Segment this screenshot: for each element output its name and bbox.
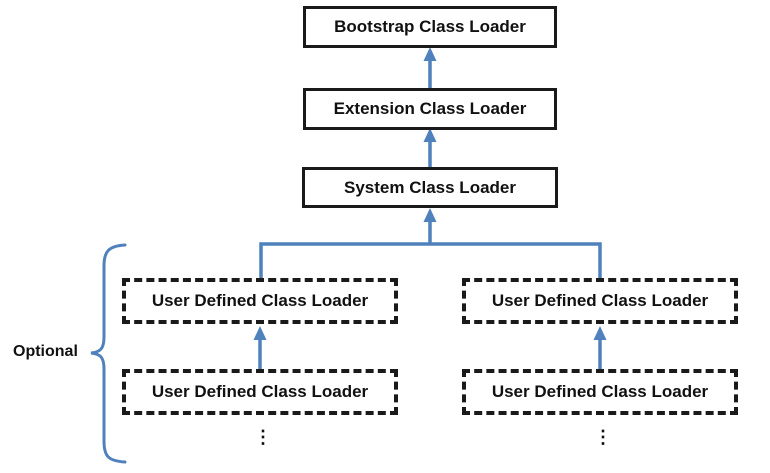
extension-class-loader-box: Extension Class Loader: [303, 88, 557, 130]
extension-class-loader-label: Extension Class Loader: [333, 99, 527, 118]
user-defined-class-loader-label: User Defined Class Loader: [491, 291, 709, 310]
ellipsis-left: ⋮: [254, 427, 272, 447]
user-defined-class-loader-label: User Defined Class Loader: [151, 291, 369, 310]
user-defined-class-loader-label: User Defined Class Loader: [151, 382, 369, 401]
user-defined-class-loader-box-3: User Defined Class Loader: [462, 278, 738, 324]
user-defined-class-loader-label: User Defined Class Loader: [491, 382, 709, 401]
user-defined-class-loader-box-2: User Defined Class Loader: [122, 369, 398, 415]
bootstrap-class-loader-label: Bootstrap Class Loader: [334, 17, 526, 36]
bootstrap-class-loader-box: Bootstrap Class Loader: [303, 6, 557, 48]
user-defined-class-loader-box-1: User Defined Class Loader: [122, 278, 398, 324]
arrowhead-user4-to-user3: [593, 326, 607, 340]
arrowhead-extension-to-bootstrap: [423, 47, 437, 61]
arrowhead-usergroup-to-system: [423, 208, 437, 222]
system-class-loader-label: System Class Loader: [344, 177, 516, 197]
system-class-loader-box: System Class Loader: [302, 167, 558, 208]
user-defined-class-loader-box-4: User Defined Class Loader: [462, 369, 738, 415]
connector-user-columns: [259, 242, 602, 278]
arrowhead-system-to-extension: [423, 128, 437, 142]
ellipsis-right: ⋮: [594, 427, 612, 447]
optional-brace: [90, 243, 127, 464]
arrowhead-user2-to-user1: [253, 326, 267, 340]
optional-label: Optional: [13, 343, 78, 360]
